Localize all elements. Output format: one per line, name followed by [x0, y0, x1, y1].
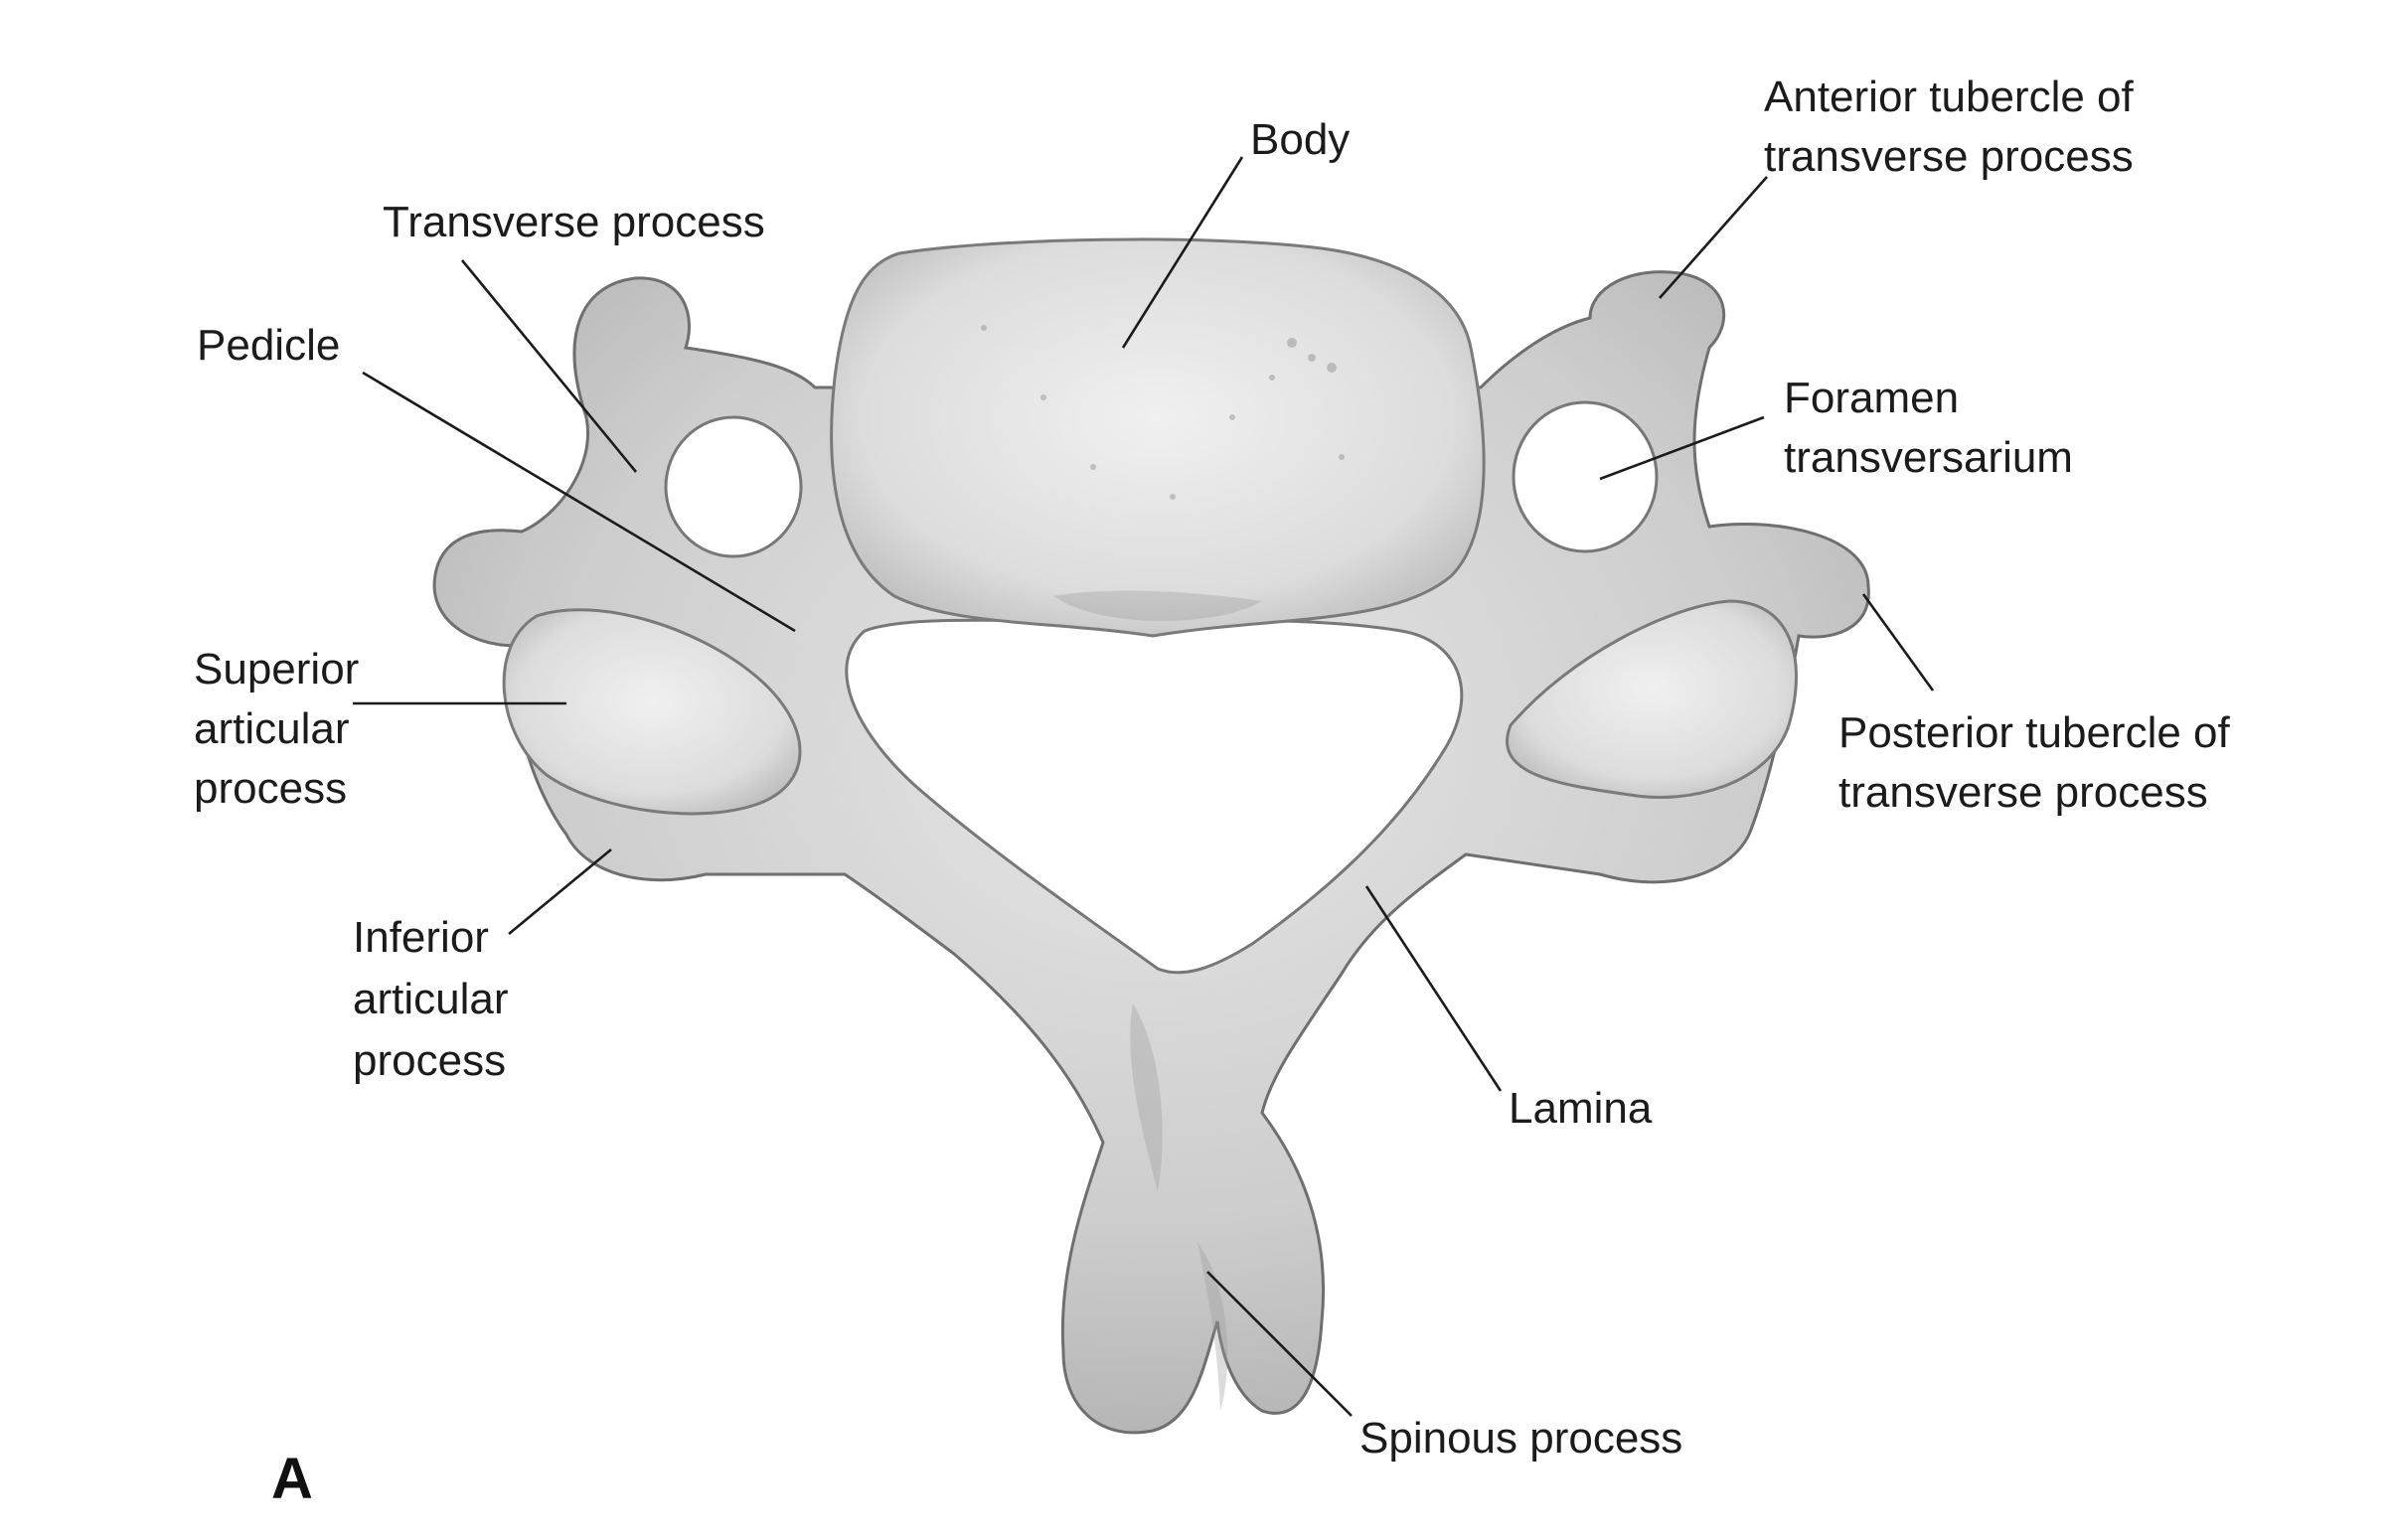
label-anterior-tubercle: Anterior tubercle of transverse process [1764, 73, 2146, 181]
leader-posterior-tubercle [1861, 593, 1935, 692]
body-rim-shadow [1053, 590, 1262, 621]
leader-foramen-transversarium [1599, 415, 1765, 481]
leader-anterior-tubercle [1659, 176, 1768, 299]
spinous-bifid-notch [1197, 1242, 1228, 1411]
label-superior-line2: articular [194, 704, 350, 753]
foramen-transversarium-right [1512, 400, 1659, 553]
label-inferior-articular-process: Inferior articular process [353, 913, 521, 1085]
label-posterior-tubercle: Posterior tubercle of transverse process [1838, 708, 2242, 817]
leader-spinous-process [1206, 1271, 1353, 1417]
vertebral-body [830, 237, 1486, 638]
body-texture [981, 325, 1345, 500]
label-anterior-tubercle-line2: transverse process [1764, 132, 2134, 181]
label-transverse-process: Transverse process [383, 198, 765, 246]
label-body: Body [1250, 115, 1350, 164]
leader-pedicle [362, 371, 796, 633]
label-posterior-line2: transverse process [1838, 768, 2208, 817]
label-anterior-tubercle-line1: Anterior tubercle of [1764, 73, 2135, 121]
lamina-ridge [1130, 1003, 1163, 1192]
panel-letter: A [271, 1447, 313, 1511]
leader-lines [353, 156, 1935, 1417]
leader-inferior-articular [508, 847, 612, 936]
label-inferior-line1: Inferior [353, 913, 489, 962]
label-lamina: Lamina [1509, 1084, 1653, 1133]
label-foramen-line2: transversarium [1784, 433, 2073, 482]
label-inferior-line2: articular [353, 975, 509, 1023]
label-foramen-transversarium: Foramen transversarium [1784, 374, 2073, 482]
leader-body [1121, 156, 1244, 349]
label-foramen-line1: Foramen [1784, 374, 1959, 422]
vertebra-illustration [432, 237, 1870, 1435]
label-spinous-process: Spinous process [1359, 1414, 1682, 1463]
superior-articular-facet-left [502, 608, 802, 816]
label-superior-articular-process: Superior articular process [194, 645, 372, 813]
leader-lamina [1364, 885, 1503, 1092]
label-superior-line1: Superior [194, 645, 359, 693]
labels: Body Anterior tubercle of transverse pro… [194, 73, 2242, 1511]
label-inferior-line3: process [353, 1036, 506, 1085]
superior-articular-facet-right [1506, 599, 1798, 799]
leader-transverse-process [460, 259, 638, 473]
label-posterior-line1: Posterior tubercle of [1838, 708, 2231, 757]
label-superior-line3: process [194, 764, 347, 813]
foramen-transversarium-left [664, 415, 803, 558]
label-pedicle: Pedicle [197, 321, 340, 370]
